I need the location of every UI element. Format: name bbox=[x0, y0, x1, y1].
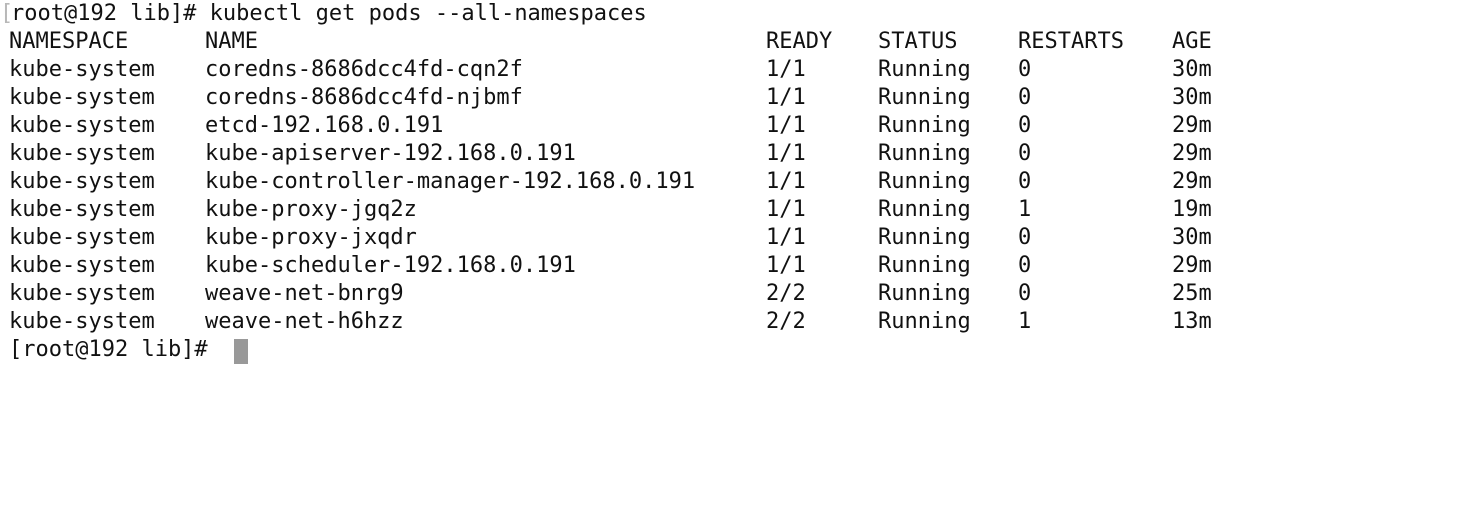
cell-status: Running bbox=[878, 141, 971, 166]
cell-restarts: 1 bbox=[1018, 309, 1032, 334]
header-status: STATUS bbox=[878, 29, 958, 54]
table-row: kube-system coredns-8686dcc4fd-cqn2f 1/1… bbox=[0, 56, 1212, 84]
cell-age: 29m bbox=[1172, 169, 1212, 194]
table-row: kube-system kube-scheduler-192.168.0.191… bbox=[0, 252, 1212, 280]
cell-ready: 1/1 bbox=[766, 57, 806, 82]
cell-status: Running bbox=[878, 113, 971, 138]
cell-name: coredns-8686dcc4fd-njbmf bbox=[205, 85, 523, 110]
final-prompt-line[interactable]: [root@192 lib]# bbox=[0, 336, 248, 364]
cell-age: 29m bbox=[1172, 141, 1212, 166]
text-cursor[interactable] bbox=[234, 339, 248, 364]
cell-name: weave-net-h6hzz bbox=[205, 309, 404, 334]
table-row: kube-system kube-proxy-jxqdr 1/1 Running… bbox=[0, 224, 1212, 252]
cell-ready: 1/1 bbox=[766, 113, 806, 138]
command-line: [ root@192 lib]# kubectl get pods --all-… bbox=[0, 0, 647, 28]
cell-namespace: kube-system bbox=[9, 281, 155, 306]
cell-namespace: kube-system bbox=[9, 141, 155, 166]
cell-name: kube-scheduler-192.168.0.191 bbox=[205, 253, 576, 278]
cell-namespace: kube-system bbox=[9, 253, 155, 278]
cell-status: Running bbox=[878, 309, 971, 334]
table-row: kube-system weave-net-bnrg9 2/2 Running … bbox=[0, 280, 1212, 308]
cell-age: 30m bbox=[1172, 57, 1212, 82]
cell-age: 13m bbox=[1172, 309, 1212, 334]
cell-ready: 1/1 bbox=[766, 169, 806, 194]
header-restarts: RESTARTS bbox=[1018, 29, 1124, 54]
table-row: kube-system coredns-8686dcc4fd-njbmf 1/1… bbox=[0, 84, 1212, 112]
cell-ready: 1/1 bbox=[766, 253, 806, 278]
cell-namespace: kube-system bbox=[9, 197, 155, 222]
table-row: kube-system etcd-192.168.0.191 1/1 Runni… bbox=[0, 112, 1212, 140]
cell-restarts: 0 bbox=[1018, 281, 1032, 306]
cell-name: kube-apiserver-192.168.0.191 bbox=[205, 141, 576, 166]
header-name: NAME bbox=[205, 29, 258, 54]
cell-age: 30m bbox=[1172, 225, 1212, 250]
cell-restarts: 0 bbox=[1018, 57, 1032, 82]
cell-ready: 1/1 bbox=[766, 225, 806, 250]
prompt-dim-bracket: [ bbox=[0, 1, 14, 26]
cell-name: kube-proxy-jgq2z bbox=[205, 197, 417, 222]
cell-age: 19m bbox=[1172, 197, 1212, 222]
cell-restarts: 1 bbox=[1018, 197, 1032, 222]
cell-ready: 2/2 bbox=[766, 309, 806, 334]
cell-namespace: kube-system bbox=[9, 57, 155, 82]
cell-age: 25m bbox=[1172, 281, 1212, 306]
final-prompt: [root@192 lib]# bbox=[9, 337, 221, 362]
cell-name: kube-controller-manager-192.168.0.191 bbox=[205, 169, 696, 194]
cell-status: Running bbox=[878, 197, 971, 222]
cell-status: Running bbox=[878, 169, 971, 194]
cell-status: Running bbox=[878, 225, 971, 250]
cell-name: kube-proxy-jxqdr bbox=[205, 225, 417, 250]
cell-restarts: 0 bbox=[1018, 169, 1032, 194]
cell-ready: 2/2 bbox=[766, 281, 806, 306]
cell-namespace: kube-system bbox=[9, 169, 155, 194]
cell-name: weave-net-bnrg9 bbox=[205, 281, 404, 306]
command-text: root@192 lib]# kubectl get pods --all-na… bbox=[11, 1, 647, 26]
cell-ready: 1/1 bbox=[766, 141, 806, 166]
table-row: kube-system kube-apiserver-192.168.0.191… bbox=[0, 140, 1212, 168]
cell-name: coredns-8686dcc4fd-cqn2f bbox=[205, 57, 523, 82]
cell-restarts: 0 bbox=[1018, 113, 1032, 138]
cell-namespace: kube-system bbox=[9, 113, 155, 138]
header-ready: READY bbox=[766, 29, 833, 54]
cell-restarts: 0 bbox=[1018, 141, 1032, 166]
cell-age: 29m bbox=[1172, 253, 1212, 278]
terminal-window[interactable]: [ root@192 lib]# kubectl get pods --all-… bbox=[0, 0, 1480, 492]
header-namespace: NAMESPACE bbox=[9, 29, 129, 54]
cell-age: 30m bbox=[1172, 85, 1212, 110]
cell-status: Running bbox=[878, 85, 971, 110]
cell-status: Running bbox=[878, 57, 971, 82]
cell-status: Running bbox=[878, 281, 971, 306]
cell-namespace: kube-system bbox=[9, 85, 155, 110]
cell-ready: 1/1 bbox=[766, 197, 806, 222]
cell-namespace: kube-system bbox=[9, 225, 155, 250]
table-row: kube-system kube-proxy-jgq2z 1/1 Running… bbox=[0, 196, 1212, 224]
cell-age: 29m bbox=[1172, 113, 1212, 138]
cell-name: etcd-192.168.0.191 bbox=[205, 113, 444, 138]
header-age: AGE bbox=[1172, 29, 1212, 54]
cell-restarts: 0 bbox=[1018, 225, 1032, 250]
cell-namespace: kube-system bbox=[9, 309, 155, 334]
table-header: NAMESPACE NAME READY STATUS RESTARTS AGE bbox=[0, 28, 1212, 56]
cell-status: Running bbox=[878, 253, 971, 278]
cell-ready: 1/1 bbox=[766, 85, 806, 110]
cell-restarts: 0 bbox=[1018, 85, 1032, 110]
table-row: kube-system kube-controller-manager-192.… bbox=[0, 168, 1212, 196]
cell-restarts: 0 bbox=[1018, 253, 1032, 278]
table-row: kube-system weave-net-h6hzz 2/2 Running … bbox=[0, 308, 1212, 336]
